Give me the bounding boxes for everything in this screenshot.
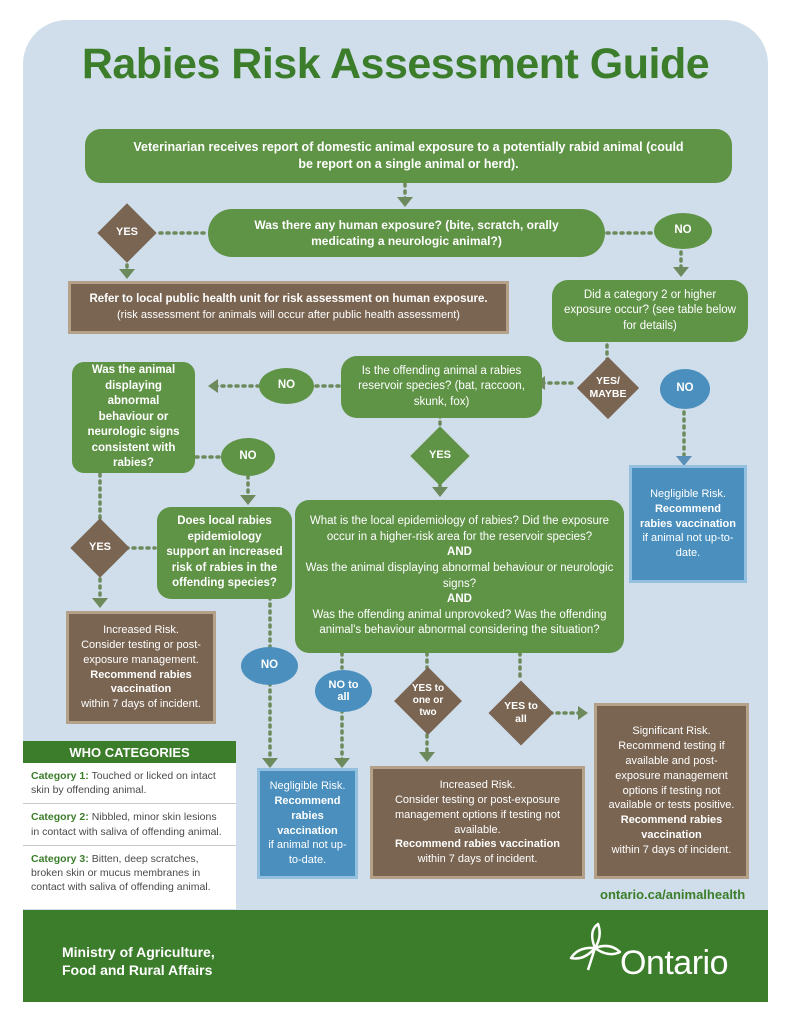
category-1-label: Category 1: [31, 770, 89, 782]
no-category-oval: NO [660, 369, 710, 409]
reservoir-question: Is the offending animal a rabies reservo… [341, 356, 542, 418]
public-health-box: Refer to local public health unit for ri… [68, 281, 509, 334]
yes-to-all-label: YES to all [504, 700, 538, 725]
yes-label: YES [115, 226, 138, 239]
combined-question-part1: What is the local epidemiology of rabies… [309, 515, 610, 543]
who-categories-heading: WHO CATEGORIES [23, 741, 236, 763]
negligible-right-recommend: Recommend rabies vaccination [640, 502, 736, 530]
start-step: Veterinarian receives report of domestic… [85, 129, 732, 183]
significant-recommend-vaccination: Recommend rabies vaccination [620, 814, 723, 842]
yes-maybe-label: YES/ MAYBE [589, 375, 627, 400]
ontario-logo-text: Ontario [620, 944, 729, 982]
website-link[interactable]: ontario.ca/animalhealth [600, 887, 746, 902]
increased-middle-title: Increased Risk. [439, 778, 516, 791]
combined-question-part2: Was the animal displaying abnormal behav… [305, 561, 614, 590]
and-label-1: AND [447, 546, 472, 559]
yes-one-two-label: YES to one or two [411, 683, 445, 718]
page-title: Rabies Risk Assessment Guide [81, 40, 710, 88]
who-category-3: Category 3: Bitten, deep scratches, brok… [23, 846, 236, 901]
who-category-2: Category 2: Nibbled, minor skin lesions … [23, 804, 236, 846]
significant-risk: Significant Risk. Recommend testing if a… [594, 703, 749, 879]
increased-risk-middle: Increased Risk. Consider testing or post… [370, 766, 585, 879]
category-3-text: Bitten, deep scratches, broken skin or m… [31, 852, 211, 894]
increased-middle-timing: within 7 days of incident. [417, 853, 538, 866]
trillium-icon [569, 922, 622, 971]
no-abnormal-oval: NO [221, 438, 275, 476]
category-1-text: Touched or licked on intact skin by offe… [31, 770, 216, 797]
epidemiology-question: Does local rabies epidemiology support a… [157, 507, 292, 599]
no-to-all-oval: NO to all [315, 670, 372, 712]
ministry-name: Ministry of Agriculture, Food and Rural … [62, 944, 215, 979]
increased-middle-consider: Consider testing or post-exposure manage… [394, 793, 561, 836]
abnormal-behaviour-question: Was the animal displaying abnormal behav… [72, 362, 195, 473]
significant-title: Significant Risk. [632, 725, 711, 738]
no-reservoir-oval: NO [259, 368, 314, 404]
increased-left-consider: Consider testing or post-exposure manage… [81, 638, 201, 666]
increased-left-recommend: Recommend rabies vaccination [90, 668, 192, 696]
no-epidemiology-oval: NO [241, 647, 298, 685]
negligible-right-condition: if animal not up-to-date. [642, 532, 734, 560]
significant-timing: within 7 days of incident. [611, 843, 732, 856]
negligible-risk-middle: Negligible Risk. Recommend rabies vaccin… [257, 768, 358, 879]
increased-middle-recommend: Recommend rabies vaccination [394, 838, 561, 851]
who-category-1: Category 1: Touched or licked on intact … [23, 763, 236, 805]
human-exposure-question: Was there any human exposure? (bite, scr… [208, 209, 605, 257]
who-categories-panel: WHO CATEGORIES Category 1: Touched or li… [23, 741, 236, 909]
increased-risk-left: Increased Risk. Consider testing or post… [66, 611, 216, 724]
footer-bar [23, 910, 768, 1002]
negligible-middle-condition: if animal not up-to-date. [268, 839, 347, 867]
category-2-text: Nibbled, minor skin lesions in contact w… [31, 811, 222, 838]
negligible-middle-title: Negligible Risk. [269, 779, 346, 792]
category-3-label: Category 3: [31, 852, 89, 865]
negligible-right-title: Negligible Risk. [650, 487, 726, 500]
ministry-line-1: Ministry of Agriculture, [62, 944, 215, 960]
no-oval: NO [654, 213, 712, 249]
increased-left-timing: within 7 days of incident. [81, 698, 201, 711]
combined-question-part3: Was the offending animal unprovoked? Was… [312, 608, 607, 637]
yes-abnormal-label: YES [88, 541, 111, 554]
significant-recommend-testing: Recommend testing if available and post-… [608, 740, 735, 812]
and-label-2: AND [447, 593, 472, 606]
category-question: Did a category 2 or higher exposure occu… [552, 280, 748, 342]
public-health-bold-text: Refer to local public health unit for ri… [89, 293, 488, 306]
category-2-label: Category 2: [31, 811, 89, 824]
increased-left-title: Increased Risk. [103, 623, 179, 636]
ministry-line-2: Food and Rural Affairs [62, 961, 213, 978]
negligible-risk-right: Negligible Risk. Recommend rabies vaccin… [629, 465, 747, 583]
public-health-note-text: (risk assessment for animals will occur … [117, 308, 460, 321]
negligible-middle-recommend: Recommend rabies vaccination [274, 794, 341, 837]
yes-reservoir-label: YES [428, 449, 451, 462]
combined-question: What is the local epidemiology of rabies… [295, 500, 624, 653]
